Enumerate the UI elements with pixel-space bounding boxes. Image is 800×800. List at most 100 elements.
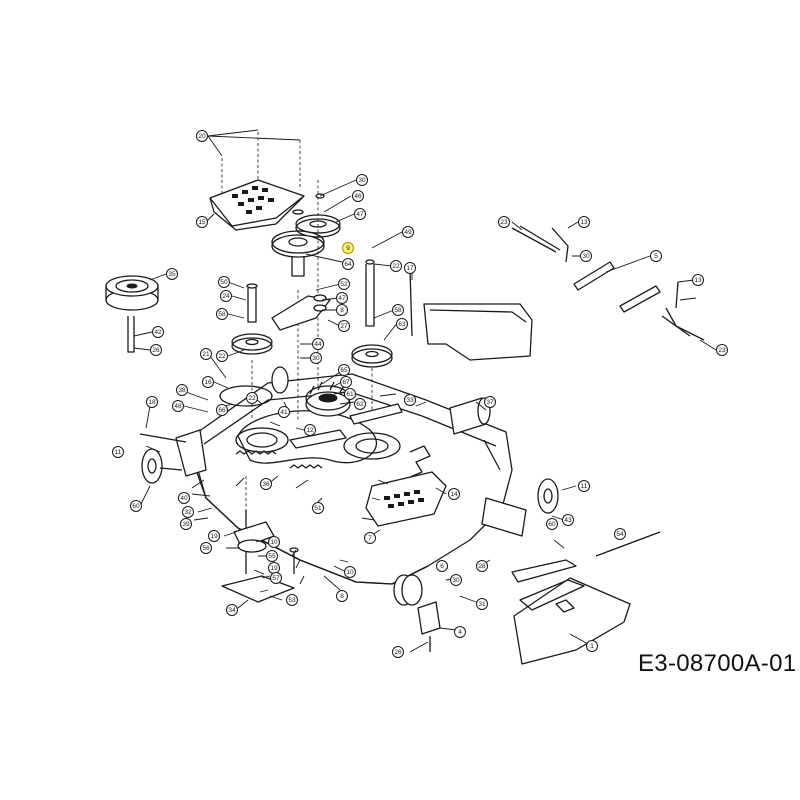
- callout-53: 53: [286, 594, 298, 606]
- callout-label: 20: [198, 133, 206, 140]
- callout-label: 54: [616, 531, 624, 538]
- callout-38: 38: [176, 384, 188, 396]
- callout-label: 14: [450, 491, 458, 498]
- callout-label: 62: [356, 401, 364, 408]
- callout-19: 19: [268, 562, 280, 574]
- callout-label: 30: [582, 253, 590, 260]
- callout-label: 60: [132, 503, 140, 510]
- callout-label: 48: [174, 403, 182, 410]
- callout-label: 23: [500, 219, 508, 226]
- callout-48: 48: [172, 400, 184, 412]
- callout-44: 44: [312, 338, 324, 350]
- callout-label: 17: [406, 265, 414, 272]
- callout-14: 14: [448, 488, 460, 500]
- electric-clutch: [105, 275, 159, 353]
- callout-54: 54: [614, 528, 626, 540]
- callout-51: 51: [312, 502, 324, 514]
- callout-label: 10: [270, 539, 278, 546]
- callout-label: 9: [346, 245, 350, 252]
- callout-49: 49: [402, 226, 414, 238]
- callout-52: 52: [338, 278, 350, 290]
- callout-47: 47: [336, 292, 348, 304]
- upper-pulley-stack: [271, 180, 341, 420]
- callout-11: 11: [578, 480, 590, 492]
- chute-bracket: [409, 269, 533, 361]
- callout-15: 15: [196, 216, 208, 228]
- left-idler-pulley: [231, 283, 273, 420]
- callout-8: 8: [336, 304, 348, 316]
- callout-label: 26: [152, 347, 160, 354]
- roller-37: [449, 397, 501, 471]
- callout-label: 43: [564, 517, 572, 524]
- callout-16: 16: [202, 376, 214, 388]
- callout-label: 12: [306, 427, 314, 434]
- callout-58: 58: [216, 308, 228, 320]
- callout-31: 31: [476, 598, 488, 610]
- callout-label: 33: [406, 397, 414, 404]
- callout-label: 22: [218, 353, 226, 360]
- callout-label: 18: [148, 399, 156, 406]
- callout-42: 42: [152, 326, 164, 338]
- callout-50: 50: [218, 276, 230, 288]
- callout-label: 30: [312, 355, 320, 362]
- callout-11: 11: [112, 446, 124, 458]
- callout-label: 27: [340, 323, 348, 330]
- callout-10: 10: [344, 566, 356, 578]
- callout-label: 4: [458, 629, 462, 636]
- callout-label: 8: [340, 307, 344, 314]
- callout-label: 11: [581, 483, 588, 490]
- callout-18: 18: [146, 396, 158, 408]
- callout-36: 36: [260, 478, 272, 490]
- callout-label: 63: [398, 321, 406, 328]
- callout-32: 32: [182, 506, 194, 518]
- callout-22: 22: [246, 392, 258, 404]
- callout-label: 40: [180, 495, 188, 502]
- callout-label: 5: [654, 253, 658, 260]
- callout-label: 31: [478, 601, 486, 608]
- callout-64: 64: [342, 258, 354, 270]
- callout-label: 23: [718, 347, 726, 354]
- callout-41: 41: [278, 406, 290, 418]
- callout-30: 30: [310, 352, 322, 364]
- callout-58: 58: [392, 304, 404, 316]
- deck-wheel-right: [537, 478, 559, 514]
- idler-bracket: [271, 294, 331, 331]
- callout-label: 16: [204, 379, 212, 386]
- callout-label: 67: [342, 379, 350, 386]
- callout-label: 46: [354, 193, 362, 200]
- center-spindle-pulley: [305, 381, 351, 417]
- callout-23: 23: [716, 344, 728, 356]
- hinge-bracket: [417, 601, 441, 652]
- callout-33: 33: [404, 394, 416, 406]
- callout-40: 40: [178, 492, 190, 504]
- callout-9: 9: [341, 241, 355, 255]
- callout-label: 24: [222, 293, 230, 300]
- callout-label: 57: [272, 575, 280, 582]
- callout-5: 5: [650, 250, 662, 262]
- callout-13: 13: [692, 274, 704, 286]
- callout-label: 8: [340, 593, 344, 600]
- callout-label: 61: [346, 391, 354, 398]
- callout-28: 28: [476, 560, 488, 572]
- callout-label: 21: [202, 351, 210, 358]
- callout-label: 19: [270, 565, 278, 572]
- callout-24: 24: [220, 290, 232, 302]
- callout-4: 4: [454, 626, 466, 638]
- callout-label: 53: [288, 597, 296, 604]
- callout-61: 61: [344, 388, 356, 400]
- callout-1: 1: [586, 640, 598, 652]
- top-cover-plate: [209, 132, 305, 231]
- deck-wheel-left: [139, 433, 187, 484]
- callout-label: 35: [168, 271, 176, 278]
- callout-label: 64: [344, 261, 352, 268]
- callout-label: 30: [452, 577, 460, 584]
- callout-label: 38: [178, 387, 186, 394]
- callout-22: 22: [216, 350, 228, 362]
- callout-label: 58: [218, 311, 226, 318]
- callout-label: 6: [440, 563, 444, 570]
- callout-label: 32: [184, 509, 192, 516]
- callout-label: 50: [220, 279, 228, 286]
- callout-39: 39: [180, 518, 192, 530]
- callout-34: 34: [226, 604, 238, 616]
